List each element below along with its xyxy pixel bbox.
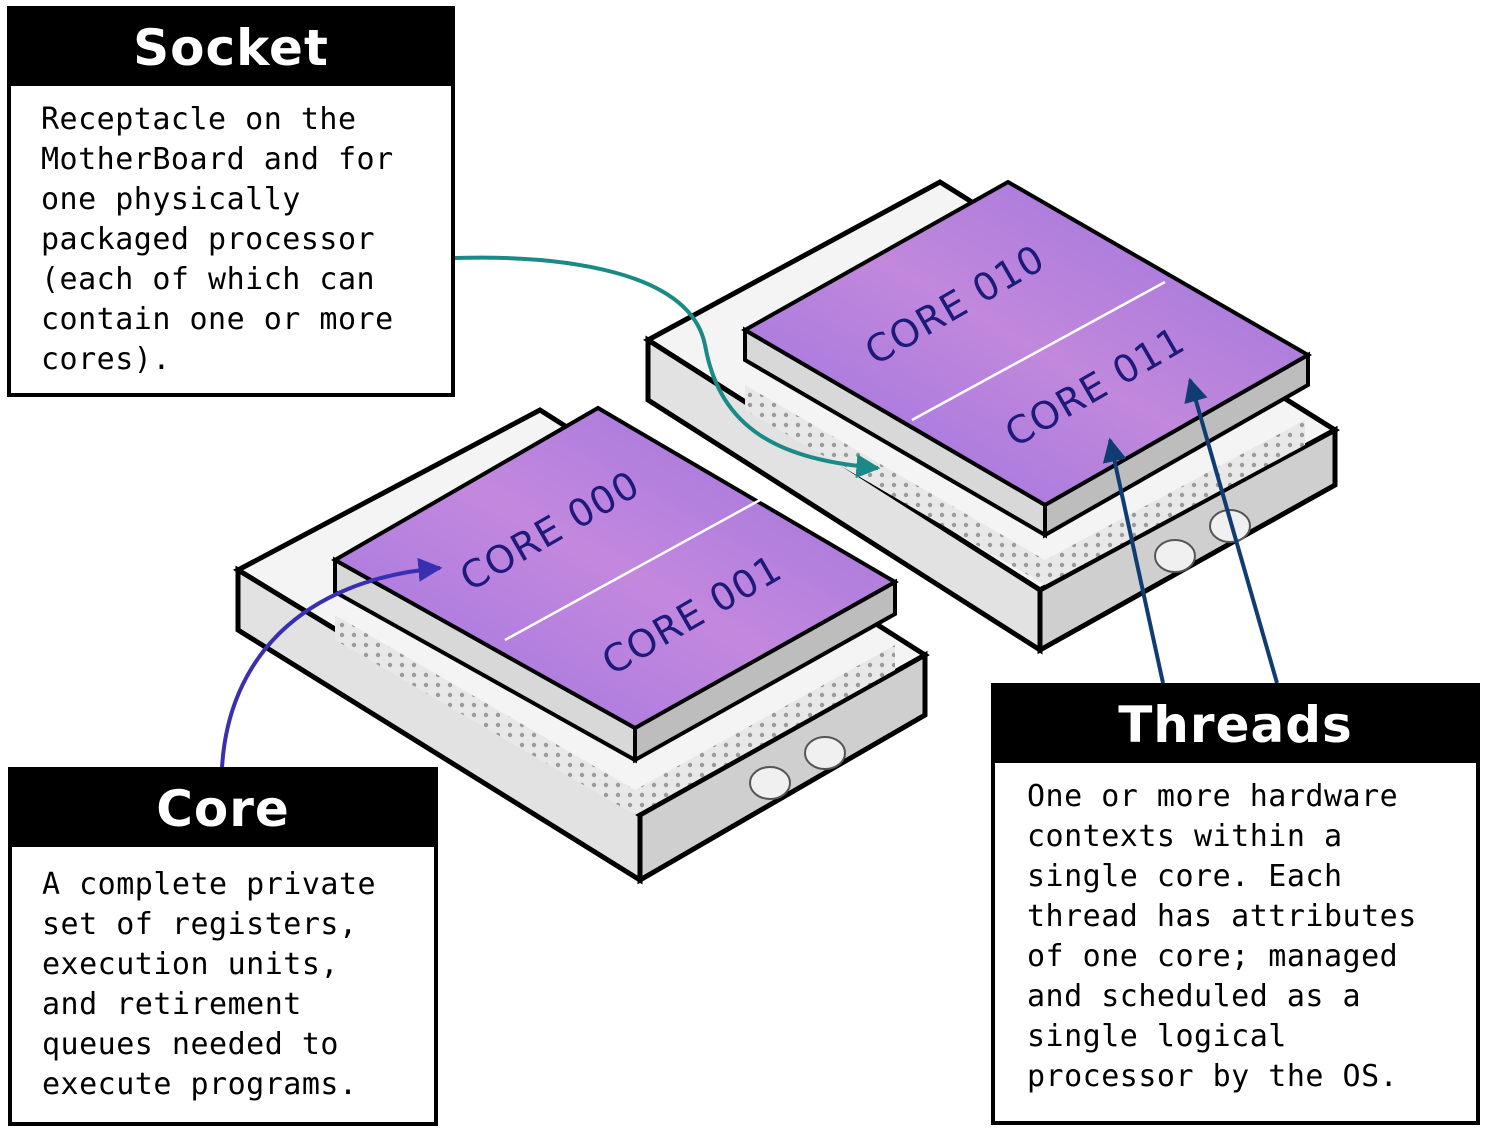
core-description: A complete private set of registers, exe… xyxy=(42,867,377,1102)
thread-arrow-1 xyxy=(1102,437,1165,684)
socket-arrow xyxy=(454,255,881,479)
chip-right xyxy=(740,179,1313,539)
threads-title: Threads xyxy=(995,687,1476,763)
chip-left xyxy=(330,405,900,764)
core-divider xyxy=(504,498,761,642)
socket-callout: Socket Receptacle on the MotherBoard and… xyxy=(7,6,455,397)
core-title: Core xyxy=(12,771,434,847)
socket-title: Socket xyxy=(11,10,451,86)
core-arrow xyxy=(220,557,443,769)
threads-callout: Threads One or more hardware contexts wi… xyxy=(991,683,1480,1125)
thread-arrow-2 xyxy=(1184,377,1279,684)
core-divider xyxy=(911,280,1166,422)
core-callout: Core A complete private set of registers… xyxy=(8,767,438,1126)
threads-description: One or more hardware contexts within a s… xyxy=(1027,779,1417,1094)
socket-description: Receptacle on the MotherBoard and for on… xyxy=(41,102,394,377)
